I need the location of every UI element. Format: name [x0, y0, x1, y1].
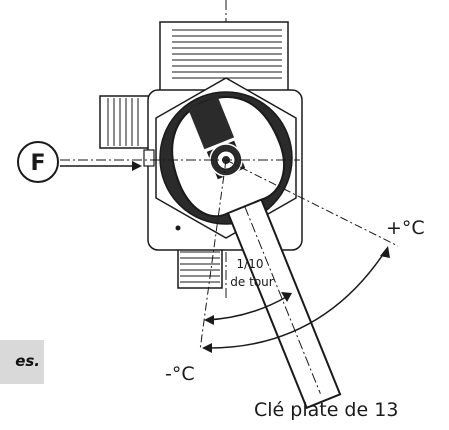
- top-thread: [159, 21, 289, 93]
- turn-label-line1: 1/10: [237, 257, 264, 271]
- minus-temperature-label: -°C: [165, 363, 195, 385]
- marker-f-circle: [17, 141, 59, 183]
- wrench-caption: Clé plate de 13: [254, 399, 398, 421]
- left-stub: [143, 149, 155, 167]
- arc-outer-arrow-right: [380, 246, 390, 258]
- bottom-thread: [177, 245, 223, 289]
- marker-f-label: F: [30, 151, 45, 176]
- turn-label-line2: de tour: [230, 275, 273, 289]
- arc-outer: [203, 249, 387, 349]
- side-text-panel: es.: [0, 340, 44, 384]
- arc-inner-arrow-left: [204, 315, 214, 325]
- arc-outer-arrow-left: [202, 343, 212, 353]
- angle-line-plus: [225, 159, 399, 247]
- side-text-fragment: es.: [15, 352, 40, 370]
- flat-wrench: [171, 96, 342, 410]
- arc-inner-arrow-right: [281, 292, 292, 302]
- reference-dot: [175, 225, 181, 231]
- arc-inner: [205, 295, 289, 321]
- f-arrow-head: [132, 161, 142, 171]
- plus-temperature-label: +°C: [386, 217, 425, 239]
